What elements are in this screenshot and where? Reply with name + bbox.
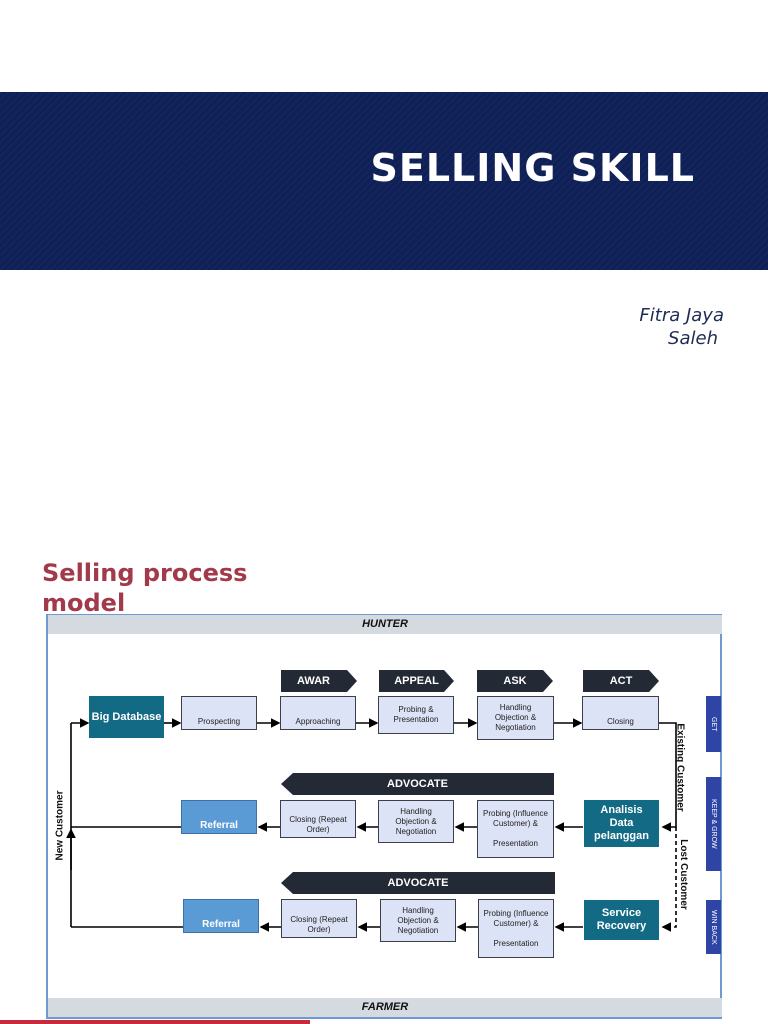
stage-act: ACT [583,670,659,692]
handling-objection-box-row2: Handling Objection & Negotiation [378,800,454,843]
probing-influence-box-row3: Probing (Influence Customer) & Presentat… [478,899,554,958]
side-tab-keep-grow: KEEP & GROW [706,777,721,871]
lost-customer-path [661,827,677,932]
side-tab-keep-grow-label: KEEP & GROW [710,799,717,849]
stage-aware: AWAR [281,670,357,692]
farmer-band: FARMER [48,998,722,1017]
approaching-box: Approaching [280,696,356,730]
new-customer-label: New Customer [54,790,66,861]
existing-customer-path [658,722,677,832]
side-tab-win-back: WIN BACK [706,900,721,954]
author-line-1: Fitra Jaya [639,305,724,326]
handling-objection-box: Handling Objection & Negotiation [477,696,554,740]
probing-influence-box-row2: Probing (Influence Customer) & Presentat… [477,800,554,858]
closing-box: Closing [582,696,659,730]
side-tab-get: GET [706,696,721,752]
closing-repeat-box-row2: Closing (Repeat Order) [280,800,356,838]
prospecting-box: Prospecting [181,696,257,730]
advocate-banner-row2: ADVOCATE [281,773,554,795]
analisis-data-box: Analisis Data pelanggan [584,800,659,847]
lost-customer-label: Lost Customer [677,839,689,910]
author-name: Fitra Jaya Saleh [524,304,724,350]
service-recovery-box: Service Recovery [584,900,659,940]
referral-box-row2: Referral [181,800,257,834]
slide-title: SELLING SKILL [370,146,695,190]
handling-objection-box-row3: Handling Objection & Negotiation [380,899,456,942]
big-database-box: Big Database [89,696,164,738]
existing-customer-label: Existing Customer [674,723,686,812]
author-line-2: Saleh [668,328,718,349]
title-banner [0,92,768,270]
referral-box-row3: Referral [183,899,259,933]
side-tab-get-label: GET [710,716,717,732]
section-title: Selling process model [42,559,248,617]
stage-appeal: APPEAL [379,670,454,692]
hunter-band: HUNTER [48,615,722,634]
stage-ask: ASK [477,670,553,692]
side-tab-win-back-label: WIN BACK [710,909,717,945]
probing-presentation-box: Probing & Presentation [378,696,454,734]
advocate-banner-row3: ADVOCATE [281,872,555,894]
footer-accent-line [0,1020,310,1024]
closing-repeat-box-row3: Closing (Repeat Order) [281,899,357,938]
